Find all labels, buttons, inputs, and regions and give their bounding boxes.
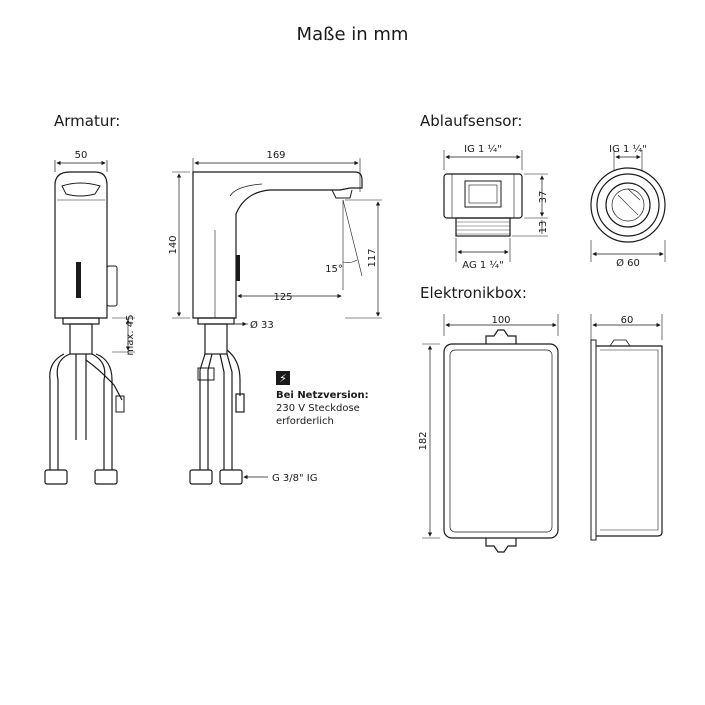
electronics-box-front-view bbox=[422, 314, 559, 553]
box-height-label: 182 bbox=[418, 431, 429, 450]
armatur-hole-label: Ø 33 bbox=[250, 319, 274, 331]
armatur-spout-height-label: 117 bbox=[367, 248, 378, 267]
lightning-icon-box bbox=[276, 371, 290, 385]
armatur-depth-label: 169 bbox=[266, 150, 285, 161]
faucet-side-view bbox=[172, 158, 382, 485]
section-title-ablaufsensor: Ablaufsensor: bbox=[420, 112, 523, 130]
drain-sensor-side-view bbox=[443, 150, 548, 262]
armatur-height-label: 140 bbox=[168, 235, 179, 254]
note-line-2: erforderlich bbox=[276, 416, 334, 427]
section-title-armatur: Armatur: bbox=[54, 112, 121, 130]
sensor-thread-height-label: 13 bbox=[538, 221, 549, 234]
sensor-top-label: IG 1 ¼" bbox=[464, 143, 502, 155]
box-depth-label: 60 bbox=[621, 315, 634, 326]
page-title: Maße in mm bbox=[296, 24, 409, 45]
sensor-diameter-label: Ø 60 bbox=[616, 257, 640, 269]
electronics-box-side-view bbox=[590, 314, 663, 541]
sensor-bottom-label: AG 1 ¼" bbox=[462, 259, 503, 271]
armatur-max-label: max. 45 bbox=[125, 315, 136, 356]
lightning-icon: ⚡ bbox=[279, 372, 287, 385]
box-width-label: 100 bbox=[491, 315, 510, 326]
armatur-reach-label: 125 bbox=[273, 292, 292, 303]
faucet-front-view bbox=[44, 160, 135, 485]
armatur-width-label: 50 bbox=[75, 150, 88, 161]
sensor-height-label: 37 bbox=[538, 191, 549, 204]
sensor-front-top-label: IG 1 ¼" bbox=[609, 143, 647, 155]
armatur-thread-label: G 3/8" IG bbox=[272, 473, 318, 484]
note-title: Bei Netzversion: bbox=[276, 390, 369, 401]
section-title-elektronikbox: Elektronikbox: bbox=[420, 284, 527, 302]
armatur-angle-label: 15° bbox=[325, 264, 343, 275]
drain-sensor-front-view bbox=[590, 150, 666, 262]
note-line-1: 230 V Steckdose bbox=[276, 403, 360, 414]
